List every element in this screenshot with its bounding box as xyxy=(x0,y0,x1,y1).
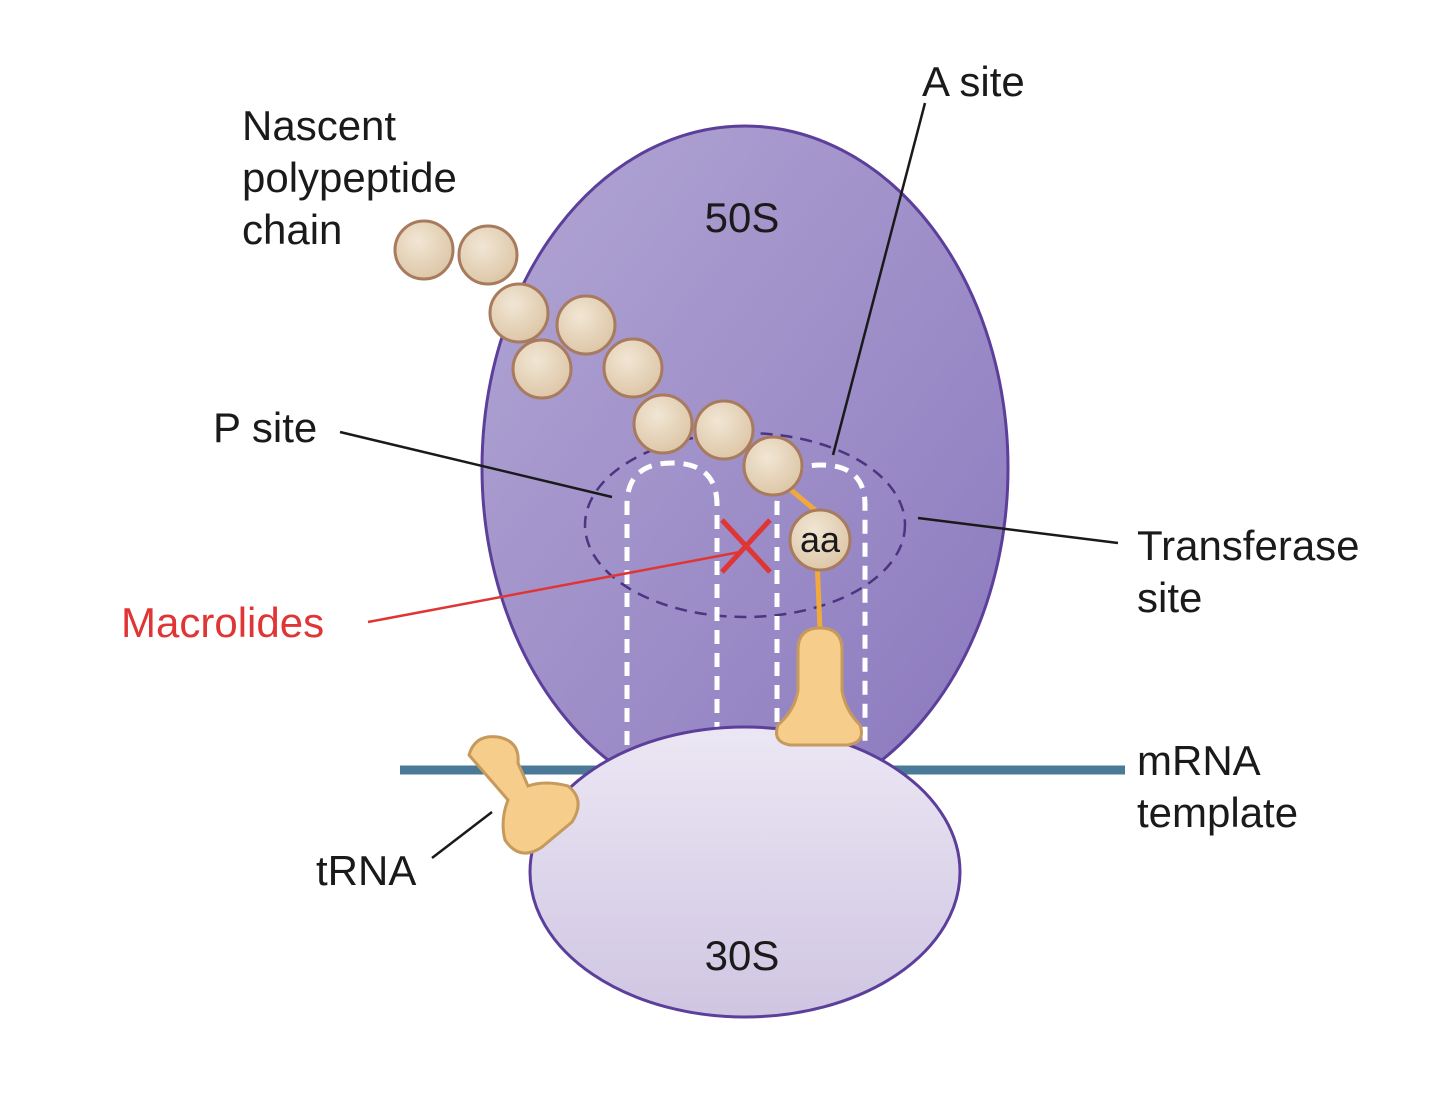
mrna-template-label-line2: template xyxy=(1137,789,1298,836)
nascent-chain-label-line1: Nascent xyxy=(242,102,396,149)
trna-label: tRNA xyxy=(316,847,416,894)
macrolides-label: Macrolides xyxy=(121,599,324,646)
macrolide-block-icon xyxy=(720,518,772,574)
nascent-chain-label-line2: polypeptide xyxy=(242,154,457,201)
a-site-leader xyxy=(831,102,927,456)
a-site-label: A site xyxy=(922,58,1025,105)
amino-acid-bead xyxy=(457,224,519,286)
amino-acid-bead xyxy=(488,282,550,344)
amino-acid-bead xyxy=(742,435,804,497)
small-subunit-30s xyxy=(528,725,962,1019)
amino-acid-bead xyxy=(602,337,664,399)
transferase-leader xyxy=(917,516,1119,545)
amino-acid-label: aa xyxy=(800,519,841,560)
macrolides-leader xyxy=(367,550,741,624)
mrna-template-label-line1: mRNA xyxy=(1137,737,1261,784)
p-site-pocket xyxy=(624,460,720,745)
amino-acid-bead xyxy=(693,399,755,461)
amino-acid-bead xyxy=(632,393,694,455)
trna-leader xyxy=(431,811,493,859)
amino-acid-bead xyxy=(393,219,455,281)
incoming-amino-acid xyxy=(788,508,852,572)
p-site-leader xyxy=(339,430,613,499)
trna-a-site xyxy=(775,626,863,747)
subunit-30s-label: 30S xyxy=(705,932,780,979)
trna-exiting xyxy=(467,735,580,855)
amino-acid-bead xyxy=(555,294,617,356)
subunit-50s-label: 50S xyxy=(705,194,780,241)
transferase-site-label-line1: Transferase xyxy=(1137,522,1360,569)
polypeptide-chain xyxy=(393,219,804,497)
transferase-site-label-line2: site xyxy=(1137,574,1202,621)
p-site-label: P site xyxy=(213,404,317,451)
amino-acid-bead xyxy=(511,338,573,400)
nascent-chain-label-line3: chain xyxy=(242,206,342,253)
